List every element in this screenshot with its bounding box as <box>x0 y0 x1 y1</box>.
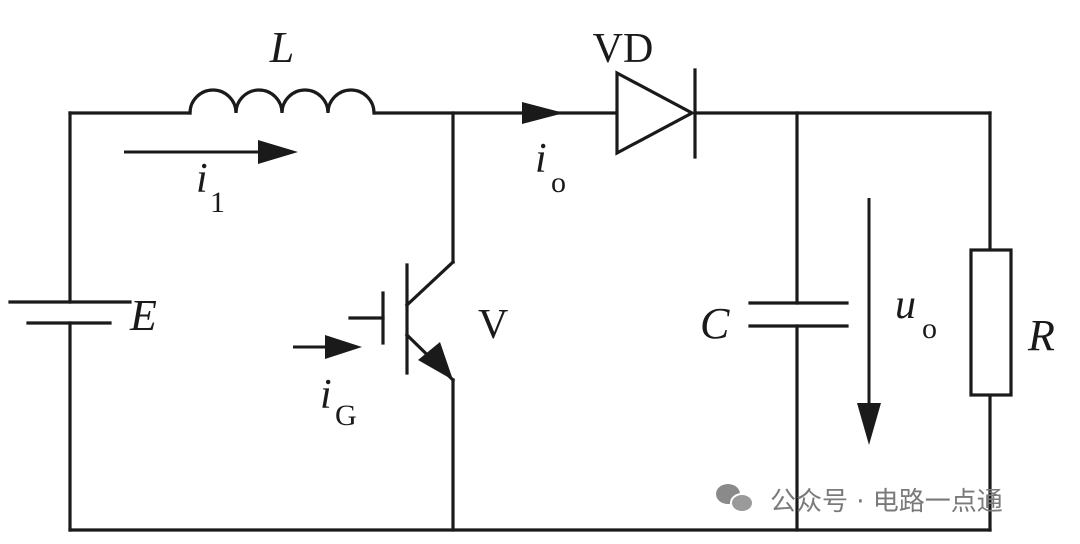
i1-label-base: i <box>196 156 208 202</box>
uo-voltage-arrow <box>857 198 881 445</box>
capacitor-symbol <box>748 301 849 328</box>
watermark-text: 公众号 · 电路一点通 <box>770 487 1003 517</box>
uo-label-sub: o <box>922 312 937 345</box>
wires <box>68 111 992 532</box>
i1-current-arrow <box>124 140 298 164</box>
diode-label: VD <box>593 26 654 72</box>
io-current-arrow <box>522 102 564 124</box>
source-label: E <box>129 291 157 340</box>
switch-label: V <box>478 302 508 348</box>
uo-label-base: u <box>895 282 916 328</box>
resistor-label: R <box>1027 311 1055 360</box>
ig-current-arrow <box>293 335 362 359</box>
io-label-base: i <box>535 136 547 182</box>
resistor-symbol <box>969 248 1013 397</box>
ig-label-base: i <box>320 372 332 418</box>
ig-label-sub: G <box>335 399 357 432</box>
diode-symbol <box>615 68 697 159</box>
i1-label-sub: 1 <box>210 186 225 219</box>
io-label-sub: o <box>551 166 566 199</box>
inductor-label: L <box>269 23 294 72</box>
battery-symbol <box>8 300 132 325</box>
wechat-icon <box>716 484 754 513</box>
igbt-symbol <box>348 259 456 383</box>
inductor-symbol <box>188 88 376 115</box>
capacitor-label: C <box>700 299 730 348</box>
